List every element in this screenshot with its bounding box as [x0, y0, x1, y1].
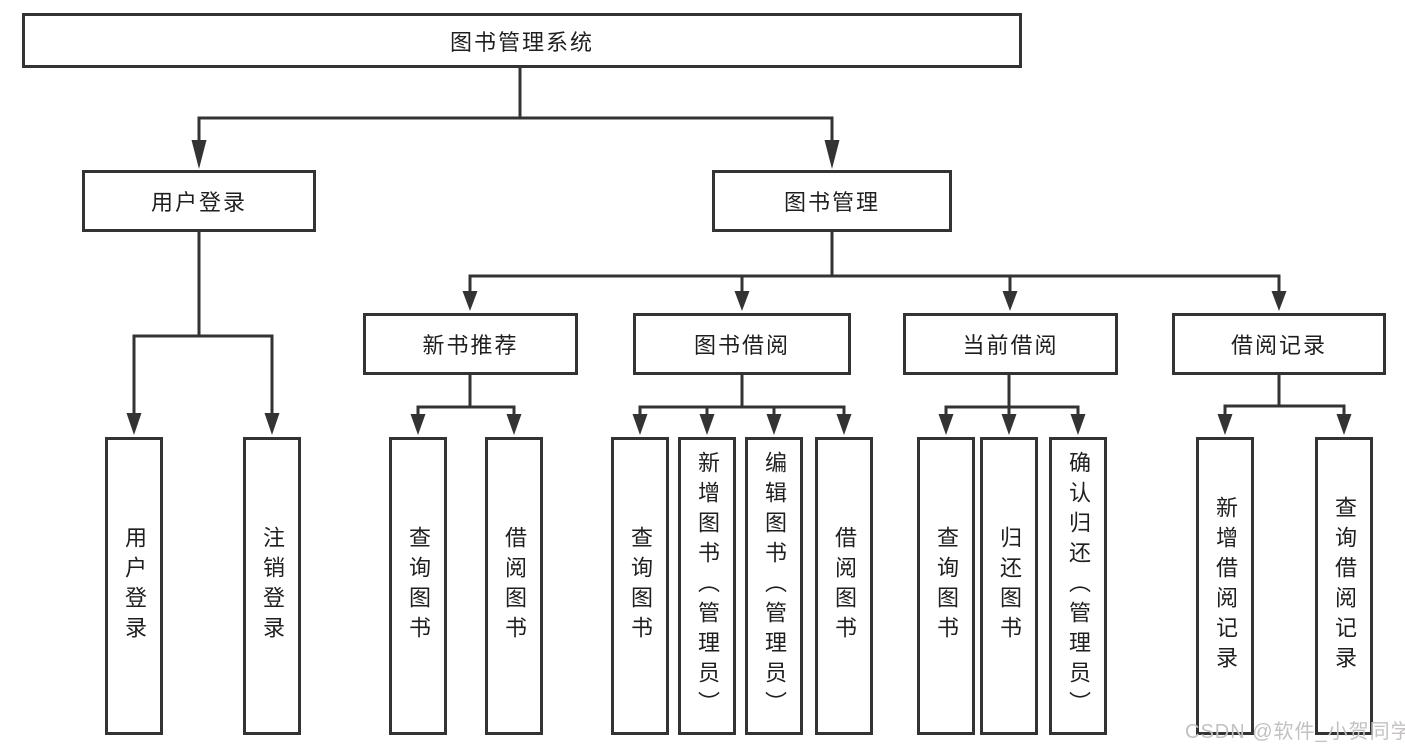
leaf-user-login: 用户登录 [105, 437, 163, 735]
node-label: 图书管理系统 [449, 29, 594, 55]
node-library-management-system: 图书管理系统 [22, 13, 1022, 68]
leaf-query-books: 查询图书 [917, 437, 975, 735]
leaf-label: 查询图书 [934, 526, 959, 646]
leaf-label: 查询图书 [628, 526, 653, 646]
node-label: 借阅记录 [1230, 333, 1327, 358]
leaf-logout: 注销登录 [243, 437, 301, 735]
leaf-borrow-books: 借阅图书 [815, 437, 873, 735]
leaf-edit-books-admin: 编辑图书（管理员） [745, 437, 803, 735]
leaf-borrow-books: 借阅图书 [485, 437, 543, 735]
leaf-query-books: 查询图书 [389, 437, 447, 735]
leaf-label: 查询图书 [406, 526, 431, 646]
leaf-label: 新增图书（管理员） [695, 451, 720, 721]
node-user-login: 用户登录 [82, 170, 316, 232]
node-label: 用户登录 [150, 190, 247, 215]
leaf-label: 确认归还（管理员） [1066, 451, 1091, 721]
node-current-borrow: 当前借阅 [903, 313, 1118, 375]
node-borrow-records: 借阅记录 [1172, 313, 1386, 375]
leaf-label: 归还图书 [997, 526, 1022, 646]
leaf-add-borrow-record: 新增借阅记录 [1196, 437, 1254, 735]
leaf-label: 借阅图书 [502, 526, 527, 646]
node-label: 图书管理 [783, 190, 880, 215]
node-label: 新书推荐 [422, 333, 519, 358]
leaf-label: 新增借阅记录 [1213, 496, 1238, 676]
leaf-label: 用户登录 [122, 526, 147, 646]
leaf-query-books: 查询图书 [611, 437, 669, 735]
node-new-book-recommend: 新书推荐 [363, 313, 578, 375]
node-label: 图书借阅 [693, 333, 790, 358]
leaf-add-books-admin: 新增图书（管理员） [678, 437, 736, 735]
leaf-label: 注销登录 [260, 526, 285, 646]
leaf-return-books: 归还图书 [980, 437, 1038, 735]
leaf-query-borrow-record: 查询借阅记录 [1315, 437, 1373, 735]
node-book-borrow: 图书借阅 [633, 313, 851, 375]
watermark: CSDN @软件_小贺同学 [1185, 721, 1405, 743]
leaf-label: 编辑图书（管理员） [762, 451, 787, 721]
leaf-label: 借阅图书 [832, 526, 857, 646]
leaf-label: 查询借阅记录 [1332, 496, 1357, 676]
leaf-confirm-return-admin: 确认归还（管理员） [1049, 437, 1107, 735]
node-label: 当前借阅 [962, 333, 1059, 358]
node-book-management: 图书管理 [712, 170, 952, 232]
